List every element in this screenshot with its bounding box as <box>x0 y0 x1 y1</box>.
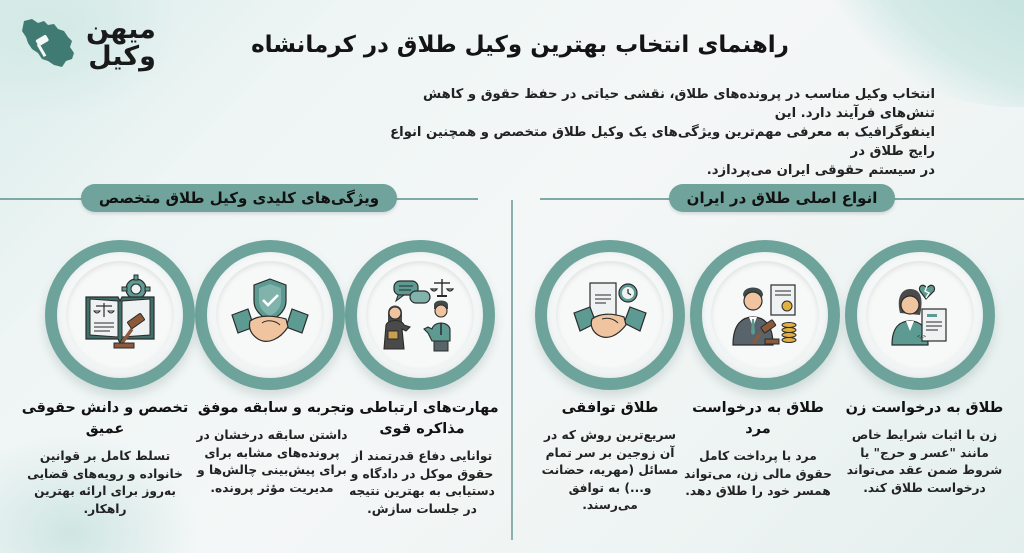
card-title: طلاق به درخواست مرد <box>692 400 824 437</box>
icon-circle <box>690 240 840 390</box>
card-title: تخصص و دانش حقوقی عمیق <box>21 400 189 437</box>
section-heading-lawyer-traits: ویژگی‌های کلیدی وکیل طلاق متخصص <box>0 183 478 213</box>
intro-paragraph: انتخاب وکیل مناسب در پرونده‌های طلاق، نق… <box>375 85 935 180</box>
handshake-shield-check-icon <box>231 278 309 342</box>
divorce-type-card: طلاق به درخواست مرد مرد با پرداخت کامل ح… <box>683 398 833 501</box>
card-description: تسلط کامل بر قوانین خانواده و رویه‌های ق… <box>27 449 183 516</box>
icon-circle: </> <box>845 240 995 390</box>
card-description: توانایی دفاع قدرتمند از حقوق موکل در داد… <box>349 449 495 516</box>
intro-line: اینفوگرافیک به معرفی مهم‌ترین ویژگی‌های … <box>390 125 935 159</box>
brand-logo[interactable]: میهن وکیل <box>18 12 178 74</box>
man-gavel-money-icon <box>732 284 797 346</box>
card-description: سریع‌ترین روش که در آن زوجین بر سر تمام … <box>541 428 679 512</box>
iran-map-gavel-icon <box>22 19 74 67</box>
card-description: زن با اثبات شرایط خاص مانند "عسر و حرج" … <box>846 428 1003 495</box>
section-divider <box>511 200 513 540</box>
divorce-type-card: طلاق به درخواست زن زن با اثبات شرایط خاص… <box>842 398 1007 497</box>
icon-circle <box>45 240 195 390</box>
icon-circle <box>195 240 345 390</box>
icon-circle <box>535 240 685 390</box>
logo-line-1: میهن <box>86 14 157 45</box>
card-description: مرد با پرداخت کامل حقوق مالی زن، می‌توان… <box>684 449 832 498</box>
intro-line: در سیستم حقوقی ایران می‌پردازد. <box>706 163 935 178</box>
woman-document-broken-heart-icon: </> <box>891 284 947 346</box>
intro-line: انتخاب وکیل مناسب در پرونده‌های طلاق، نق… <box>422 87 935 121</box>
handshake-document-clock-icon <box>573 282 647 338</box>
heading-pill: ویژگی‌های کلیدی وکیل طلاق متخصص <box>80 184 398 212</box>
card-title: طلاق به درخواست زن <box>845 400 1004 416</box>
heading-pill: انواع اصلی طلاق در ایران <box>668 184 896 212</box>
section-heading-divorce-types: انواع اصلی طلاق در ایران <box>540 183 1024 213</box>
card-title: طلاق توافقی <box>561 400 659 416</box>
lawyer-trait-card: مهارت‌های ارتباطی و مذاکره قوی توانایی د… <box>342 398 502 518</box>
lawyer-trait-card: تجربه و سابقه موفق داشتن سابقه درخشان در… <box>192 398 352 497</box>
card-description: داشتن سابقه درخشان در پرونده‌های مشابه ب… <box>196 428 348 495</box>
lawyer-trait-card: تخصص و دانش حقوقی عمیق تسلط کامل بر قوان… <box>20 398 190 518</box>
card-title: تجربه و سابقه موفق <box>197 400 347 416</box>
card-title: مهارت‌های ارتباطی و مذاکره قوی <box>345 400 499 437</box>
divorce-type-card: طلاق توافقی سریع‌ترین روش که در آن زوجین… <box>540 398 680 515</box>
conversation-scales-icon <box>383 279 455 352</box>
law-book-gavel-gear-icon <box>85 274 155 349</box>
icon-circle <box>345 240 495 390</box>
page-title: راهنمای انتخاب بهترین وکیل طلاق در کرمان… <box>251 32 789 58</box>
logo-line-2: وکیل <box>88 41 157 72</box>
logo-wordmark: میهن وکیل <box>86 14 157 72</box>
svg-text:</>: </> <box>917 334 926 340</box>
